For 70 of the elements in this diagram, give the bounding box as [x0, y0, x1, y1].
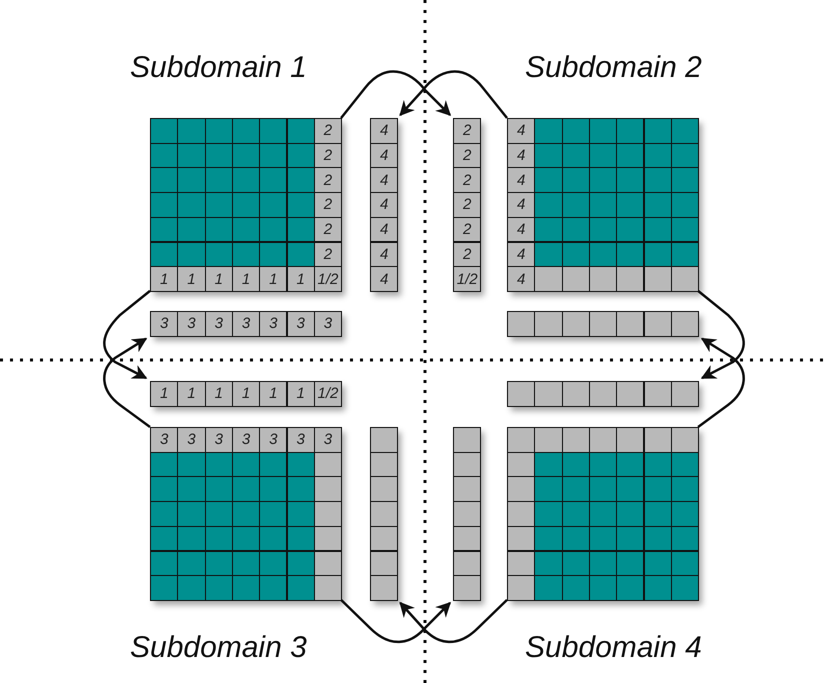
ghost-cell: 2: [314, 192, 342, 218]
halo-cell: 4: [370, 142, 398, 168]
halo-cell: 2: [453, 216, 482, 242]
ghost-cell: 1: [177, 266, 206, 292]
halo-cell: 1: [259, 381, 288, 407]
halo-cell: 2: [453, 242, 482, 268]
halo-cell: 3: [314, 311, 342, 337]
exchange-arrow: [103, 338, 151, 428]
ghost-cell: 3: [286, 427, 315, 453]
halo-cell: 4: [370, 118, 398, 144]
ghost-cell: 4: [507, 266, 536, 292]
halo-cell: 3: [259, 311, 288, 337]
halo-cell: 3: [177, 311, 206, 337]
halo-cell: 1: [286, 381, 315, 407]
ghost-cell: 4: [507, 118, 536, 144]
halo-cell: 1: [177, 381, 206, 407]
ghost-cell: 1: [259, 266, 288, 292]
halo-cell: 3: [232, 311, 260, 337]
ghost-cell: 1: [286, 266, 315, 292]
ghost-cell: 3: [204, 427, 233, 453]
ghost-cell: 1: [204, 266, 233, 292]
halo-cell: 1: [150, 381, 178, 407]
halo-cell: 3: [286, 311, 315, 337]
halo-cell: 1/2: [314, 381, 342, 407]
halo-strip: [507, 311, 698, 336]
exchange-arrow: [340, 70, 452, 119]
halo-cell: 3: [150, 311, 178, 337]
halo-cell: 2: [453, 192, 482, 218]
subdomain-title: Subdomain 2: [525, 50, 702, 86]
exchange-arrow: [103, 290, 151, 380]
halo-cell: 1/2: [453, 266, 482, 292]
halo-cell: 4: [370, 216, 398, 242]
ghost-cell: 4: [507, 167, 536, 194]
exchange-arrow: [340, 599, 452, 644]
subdomain-title: Subdomain 1: [130, 50, 307, 86]
halo-cell: 4: [370, 266, 398, 292]
ghost-cell: 4: [507, 192, 536, 218]
halo-cell: 2: [453, 142, 482, 168]
halo-strip: [370, 118, 398, 291]
exchange-arrow: [399, 599, 508, 644]
ghost-cell: 2: [314, 167, 342, 194]
subdomain-title: Subdomain 4: [525, 630, 702, 666]
ghost-cell: 2: [314, 216, 342, 242]
ghost-cell: 4: [507, 216, 536, 242]
ghost-cell: 3: [259, 427, 288, 453]
ghost-cell: 1: [232, 266, 260, 292]
halo-strip: [453, 118, 480, 291]
exchange-arrow: [697, 338, 745, 428]
ghost-cell: 3: [314, 427, 342, 453]
ghost-cell: 3: [150, 427, 178, 453]
halo-cell: 1: [204, 381, 233, 407]
halo-cell: 1: [232, 381, 260, 407]
exchange-arrow: [399, 70, 508, 119]
halo-cell: 4: [370, 242, 398, 268]
exchange-arrow: [697, 290, 745, 380]
halo-strip: [150, 311, 342, 336]
halo-strip: [453, 427, 480, 600]
halo-cell: 2: [453, 167, 482, 194]
ghost-cell: 3: [177, 427, 206, 453]
ghost-cell: 2: [314, 118, 342, 144]
halo-strip: [370, 427, 398, 600]
halo-cell: 4: [370, 167, 398, 194]
halo-cell: 4: [370, 192, 398, 218]
ghost-cell: 1: [150, 266, 178, 292]
subdomain-title: Subdomain 3: [130, 630, 307, 666]
halo-cell: 3: [204, 311, 233, 337]
halo-cell: 2: [453, 118, 482, 144]
ghost-cell: 1/2: [314, 266, 342, 292]
halo-strip: [507, 381, 698, 406]
halo-strip: [150, 381, 342, 406]
